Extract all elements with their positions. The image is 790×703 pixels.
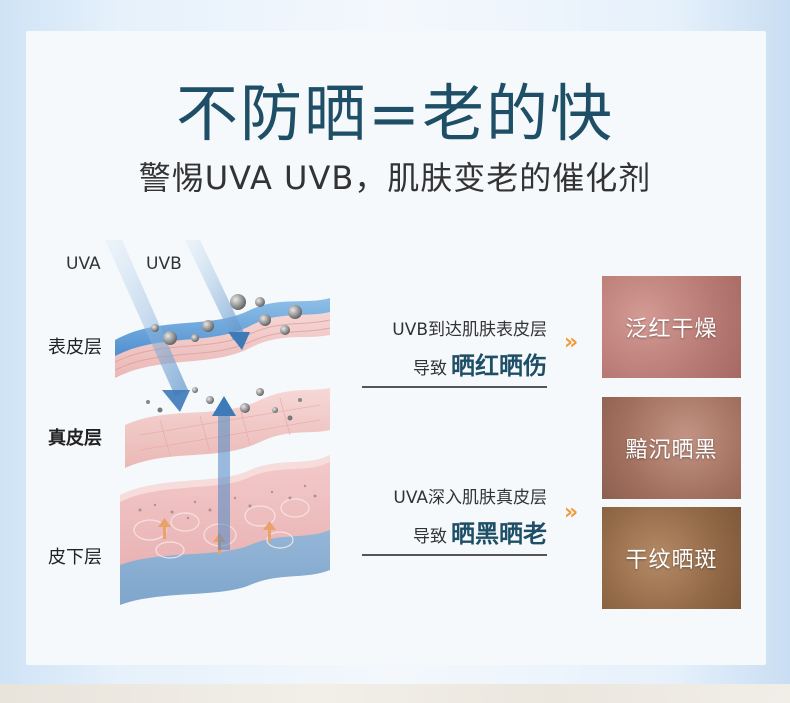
- photo-redness: 泛红干燥: [602, 276, 741, 378]
- bottom-strip: [0, 684, 790, 703]
- photo-redness-label: 泛红干燥: [625, 317, 718, 342]
- photo-wrinkles: 干纹晒斑: [602, 507, 741, 609]
- epidermis-label: 表皮层: [48, 337, 102, 358]
- uva-label: UVA: [66, 254, 101, 274]
- page-title: 不防晒=老的快: [176, 77, 614, 150]
- info-uvb-emphasis: 晒红晒伤: [451, 352, 547, 380]
- info-uva-prefix: 导致: [413, 527, 447, 547]
- uvb-ray: [185, 240, 250, 350]
- uva-ray: [105, 240, 236, 550]
- dermis-label: 真皮层: [48, 428, 102, 449]
- info-uvb-underline: [362, 386, 547, 388]
- info-uva-text: UVA深入肌肤真皮层: [393, 488, 547, 508]
- info-uva-underline: [362, 554, 547, 556]
- photo-dullness-label: 黯沉晒黑: [625, 438, 718, 463]
- particles: [146, 294, 302, 421]
- photo-wrinkles-label: 干纹晒斑: [625, 548, 718, 573]
- chevron-right-icon: »: [564, 500, 578, 525]
- info-uvb-prefix: 导致: [413, 359, 447, 379]
- skin-layer-diagram: [105, 240, 331, 605]
- info-row-uvb: UVB到达肌肤表皮层 导致晒红晒伤: [392, 315, 547, 381]
- page-subtitle: 警惕UVA UVB，肌肤变老的催化剂: [138, 159, 652, 197]
- info-uva-emphasis: 晒黑晒老: [451, 520, 547, 548]
- info-uvb-text: UVB到达肌肤表皮层: [392, 320, 547, 340]
- chevron-right-icon: »: [564, 330, 578, 355]
- info-row-uva: UVA深入肌肤真皮层 导致晒黑晒老: [393, 483, 547, 549]
- uvb-label: UVB: [146, 254, 182, 274]
- photo-dullness: 黯沉晒黑: [602, 397, 741, 499]
- hypodermis-label: 皮下层: [48, 547, 102, 568]
